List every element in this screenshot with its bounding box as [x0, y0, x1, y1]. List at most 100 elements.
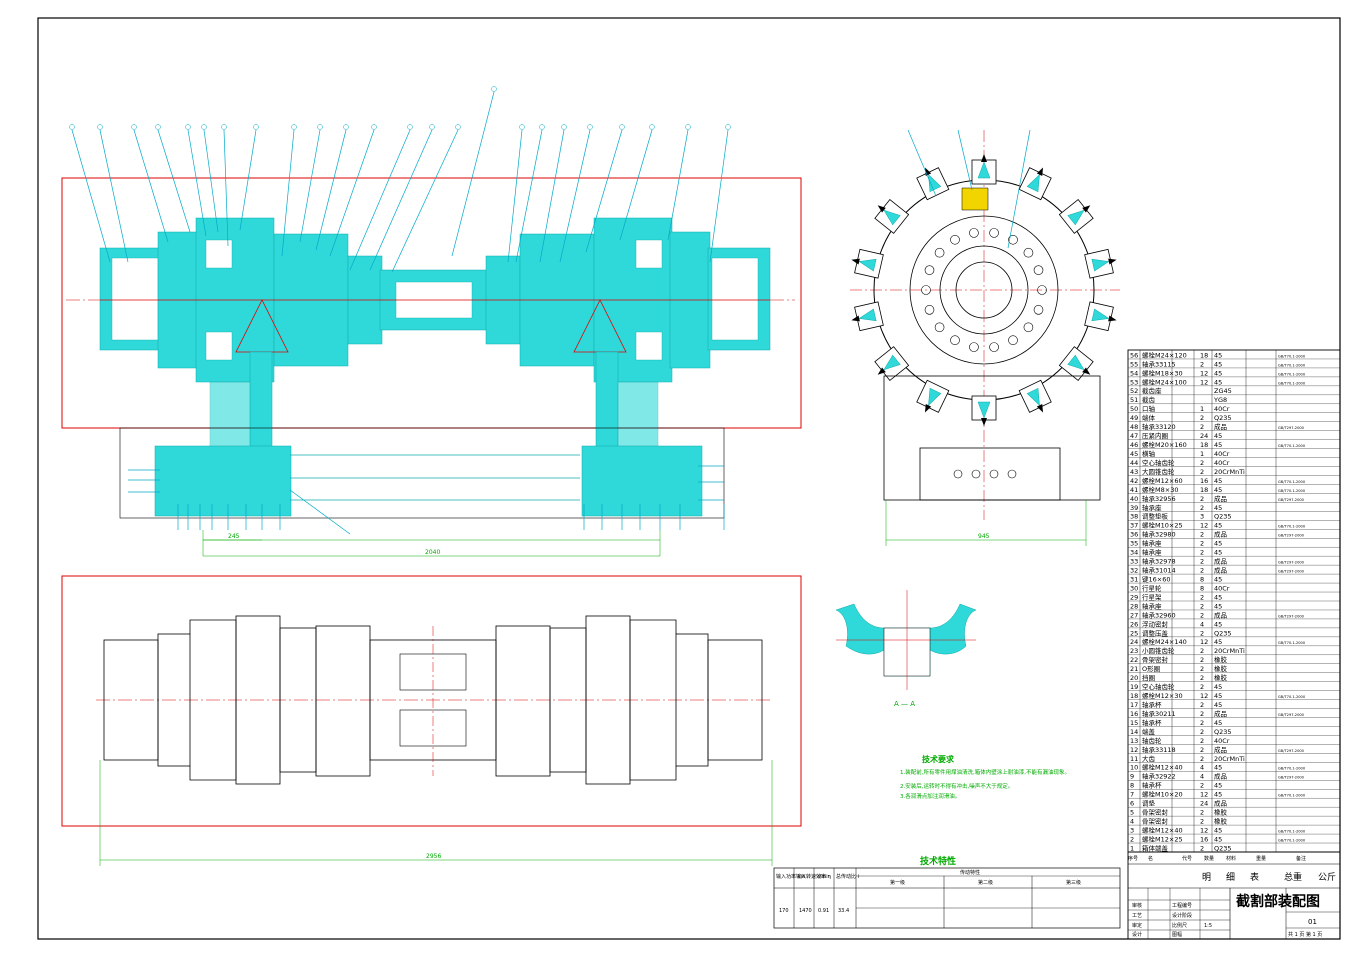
bom-row-name: 轴承32922 [1142, 772, 1176, 781]
bom-title-mid: 细 [1226, 871, 1235, 883]
bom-row-material: 45 [1214, 638, 1222, 646]
dim-small-left: 245 [228, 533, 240, 540]
bom-row-no: 17 [1130, 701, 1138, 709]
bom-row-qty: 2 [1200, 495, 1204, 503]
bom-row-name: 螺栓M24×140 [1142, 637, 1187, 646]
bom-row-standard: GB/T70.1-2000 [1278, 363, 1306, 367]
bom-row-qty: 2 [1200, 558, 1204, 566]
bom-header-code: 代号 [1182, 855, 1192, 862]
bom-row-material: Q235 [1214, 728, 1232, 736]
bom-row-qty: 18 [1200, 441, 1208, 449]
bom-row-name: 骨架密封 [1142, 655, 1169, 664]
bom-row-material: 45 [1214, 602, 1222, 610]
bom-row-name: 小圆锥齿轮 [1142, 646, 1175, 655]
bom-row-qty: 2 [1200, 782, 1204, 790]
bom-row-name: 轴承33120 [1142, 422, 1176, 431]
bom-row-no: 20 [1130, 674, 1138, 682]
drawing-number: 01 [1308, 918, 1317, 926]
cutting-pick [1018, 379, 1052, 413]
bom-header-qty: 数量 [1204, 855, 1214, 862]
bom-row-name: 轴承33118 [1142, 745, 1176, 754]
bom-row-qty: 2 [1200, 818, 1204, 826]
bom-row-standard: GB/T70.1-2000 [1278, 381, 1306, 385]
bom-row-standard: GB/T297-2000 [1278, 534, 1305, 538]
bom-row-name: 轴承座 [1142, 548, 1162, 557]
bom-row-material: 40Cr [1214, 584, 1230, 592]
bom-row-name: 端体 [1142, 413, 1156, 422]
bom-row-standard: GB/T297-2000 [1278, 426, 1305, 430]
cutting-pick [874, 346, 910, 381]
bom-row-name: 轴承32978 [1142, 557, 1176, 566]
bom-row-name: 轴承30211 [1142, 709, 1176, 718]
bom-row-qty: 4 [1200, 620, 1204, 628]
bom-row-qty: 2 [1200, 611, 1204, 619]
bom-row-no: 49 [1130, 414, 1138, 422]
bom-row-name: 轴承32980 [1142, 530, 1176, 539]
company-label: 公斤 [1318, 872, 1336, 883]
bom-row-standard: GB/T70.1-2000 [1278, 695, 1306, 699]
bom-row-qty: 2 [1200, 602, 1204, 610]
bom-row-material: 45 [1214, 522, 1222, 530]
bom-row-standard: GB/T297-2000 [1278, 749, 1305, 753]
bom-row-name: 螺栓M12×40 [1142, 825, 1183, 834]
bom-row-qty: 2 [1200, 459, 1204, 467]
bom-row-no: 22 [1130, 656, 1138, 664]
bom-row-no: 28 [1130, 602, 1138, 610]
bom-row-material: 成品 [1214, 610, 1227, 619]
bom-row-no: 15 [1130, 719, 1138, 727]
bom-row-qty: 4 [1200, 773, 1204, 781]
bom-row-qty: 3 [1200, 513, 1204, 521]
bom-row-no: 43 [1130, 468, 1138, 476]
bom-row-name: 行星轮 [1142, 583, 1162, 592]
spec-stage-2: 第二级 [978, 879, 993, 886]
bom-row-name: 轴承33115 [1142, 359, 1176, 368]
bom-row-qty: 2 [1200, 468, 1204, 476]
bom-row-qty: 16 [1200, 835, 1208, 843]
bom-row-qty: 2 [1200, 549, 1204, 557]
bom-row-no: 9 [1130, 773, 1134, 781]
bom-row-qty: 2 [1200, 728, 1204, 736]
tb-row-review: 审核 [1132, 902, 1142, 909]
bom-row-qty: 2 [1200, 701, 1204, 709]
bom-row-qty: 2 [1200, 809, 1204, 817]
bom-row-material: 40Cr [1214, 405, 1230, 413]
bom-row-qty: 18 [1200, 351, 1208, 359]
bolt-hole [950, 335, 960, 346]
spec-value-speed: 1470 [799, 908, 812, 914]
bom-row-qty: 16 [1200, 477, 1208, 485]
bom-row-name: 箱体端盖 [1142, 843, 1169, 852]
bom-row-qty: 2 [1200, 567, 1204, 575]
bom-row-qty: 8 [1200, 575, 1204, 583]
cutting-pick [1058, 199, 1094, 234]
bom-row-standard: GB/T297-2000 [1278, 776, 1305, 780]
bolt-hole [1033, 305, 1044, 315]
cutting-pick [916, 379, 950, 413]
bolt-hole [969, 342, 979, 352]
bom-row-no: 3 [1130, 826, 1134, 834]
bom-row-material: 45 [1214, 378, 1222, 386]
bom-row-material: 45 [1214, 782, 1222, 790]
bom-row-name: 键16×60 [1142, 574, 1171, 583]
bom-row-name: 螺栓M10×20 [1142, 790, 1183, 799]
title-block [1127, 851, 1341, 940]
bom-row-name: 螺栓M24×100 [1142, 377, 1187, 386]
bom-row-standard: GB/T70.1-2000 [1278, 641, 1306, 645]
bom-row-qty: 2 [1200, 656, 1204, 664]
bom-row-material: 20CrMnTi [1214, 755, 1245, 763]
bom-row-material: 45 [1214, 692, 1222, 700]
bom-row-qty: 2 [1200, 540, 1204, 548]
bom-row-material: 45 [1214, 826, 1222, 834]
bom-row-name: 调垫 [1142, 799, 1156, 808]
bolt-hole [1033, 265, 1044, 275]
bom-row-name: 螺栓M8×30 [1142, 485, 1178, 494]
bom-row-name: 轴承座 [1142, 539, 1162, 548]
bom-row-material: 45 [1214, 593, 1222, 601]
bom-row-name: 螺栓M12×30 [1142, 691, 1183, 700]
bom-row-qty: 24 [1200, 800, 1208, 808]
bom-row-name: 压紧内圈 [1142, 431, 1168, 440]
bom-header-weight: 重量 [1256, 855, 1266, 862]
bom-row-no: 6 [1130, 800, 1134, 808]
bom-row-no: 2 [1130, 835, 1134, 843]
tb-val-scale: 1:5 [1204, 923, 1212, 929]
bom-row-no: 42 [1130, 477, 1138, 485]
